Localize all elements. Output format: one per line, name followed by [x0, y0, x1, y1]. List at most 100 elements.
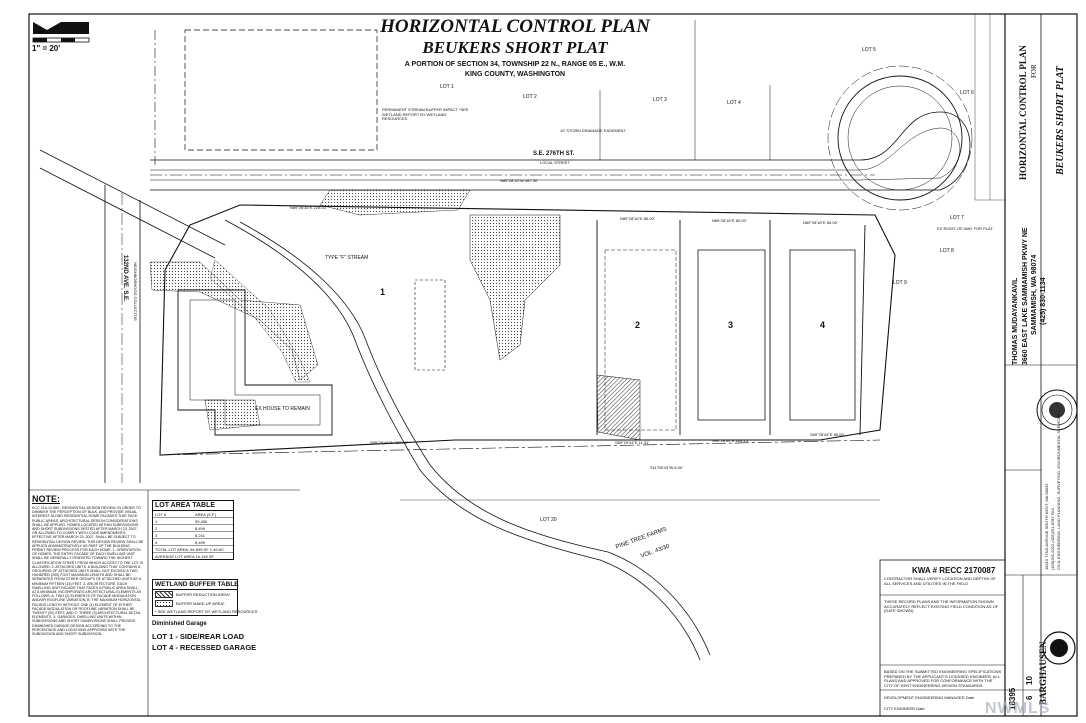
legal-description: A PORTION OF SECTION 34, TOWNSHIP 22 N.,… — [404, 61, 626, 68]
lot-number-3: 3 — [728, 320, 734, 330]
kwa-label: KWA # RECC 2170087 — [912, 566, 996, 575]
buffer-makeup-area-north — [319, 189, 471, 216]
bearing-lot2-north: N89°28'16"E 85.00' — [620, 216, 655, 221]
cell-area: 8,499 — [195, 525, 206, 531]
cell-total: TOTAL LOT AREA: 64,695 SF 1.49 AC. — [155, 546, 226, 552]
street-se-276th — [150, 111, 971, 191]
stream-label: TYPE "F" STREAM — [325, 255, 369, 261]
table-row: 3 8,241 — [153, 532, 233, 539]
adjacent-lot-4: LOT 4 — [727, 100, 741, 106]
wetland-row-label: BUFFER REDUCTION AREA* — [176, 592, 231, 597]
firm-name: BARGHAUSEN — [1038, 641, 1048, 705]
cell-lot: 4 — [155, 539, 158, 545]
table-total-row: TOTAL LOT AREA: 64,695 SF 1.49 AC. — [153, 546, 233, 553]
wetland-table-heading: WETLAND BUFFER TABLE — [153, 581, 239, 590]
cell-area: 8,241 — [195, 532, 206, 538]
garage-lot1: LOT 1 - SIDE/REAR LOAD — [152, 632, 245, 641]
lot-area-table: LOT AREA TABLE LOT # AREA (S.F.) 1 39,45… — [152, 500, 234, 560]
table-average-row: AVERAGE LOT AREA 16,149 SF — [153, 553, 233, 559]
firm-logo — [1042, 631, 1076, 665]
project-title: BEUKERS SHORT PLAT — [422, 38, 608, 57]
adjacent-lot-1: LOT 1 — [440, 84, 454, 90]
title-block-owner: THOMAS MUDAYANKAVIL — [1012, 277, 1019, 365]
bearing-south-3: S89°28'44"E 164.15' — [712, 438, 749, 443]
lot-area-table-heading: LOT AREA TABLE — [153, 501, 233, 511]
garage-heading: Diminished Garage — [152, 621, 207, 627]
adjacent-lot-5: LOT 5 — [862, 47, 876, 53]
south-lot-line — [159, 439, 881, 456]
firm-address: 18215 72ND AVENUE SOUTH KENT, WA 98032 — [1044, 483, 1049, 570]
wetland-buffer-table: WETLAND BUFFER TABLE BUFFER REDUCTION AR… — [152, 579, 258, 616]
street-sub-main: LOCAL STREET — [540, 160, 570, 165]
cul-de-sac — [827, 65, 973, 211]
plan-title: HORIZONTAL CONTROL PLAN — [380, 16, 650, 37]
col-area: AREA (S.F.) — [195, 511, 217, 517]
lot-number-4: 4 — [820, 320, 826, 330]
adjacent-lot-7: LOT 7 — [950, 215, 964, 221]
bearing-lot4-north: N89°28'16"E 85.00' — [803, 220, 838, 225]
lot1-building-envelope — [414, 279, 446, 371]
firm-services: CIVIL ENGINEERING, LAND PLANNING, SURVEY… — [1056, 413, 1061, 570]
wetland-row-label: BUFFER MAKE-UP AREA* — [176, 601, 225, 606]
title-block-address-1: 3660 EAST LAKE SAMMAMISH PKWY NE — [1022, 227, 1029, 365]
kwa-contractor-note: CONTRACTOR SHALL VERIFY LOCATION AND DEP… — [884, 576, 996, 586]
adjacent-lot-9: LOT 9 — [893, 280, 907, 286]
table-row: 4 8,499 — [153, 539, 233, 546]
title-block-phone: (425) 830-1134 — [1040, 277, 1047, 325]
wetland-table-note: * SEE WETLAND REPORT BY WETLAND RESOURCE… — [155, 609, 258, 614]
table-row: 1 39,456 — [153, 518, 233, 525]
scale-label: 1" = 20' — [32, 44, 61, 53]
cell-average: AVERAGE LOT AREA 16,149 SF — [155, 553, 214, 559]
adjacent-lot-8: LOT 8 — [940, 248, 954, 254]
scale-bar — [32, 22, 90, 43]
dev-manager-signature: DEVELOPMENT ENGINEERING MANAGER Date — [884, 695, 975, 700]
bearing-north-street: N89°28'16"W 487.30' — [500, 178, 538, 183]
buffer-makeup-area-center — [469, 214, 561, 361]
col-lot: LOT # — [155, 511, 167, 517]
title-block-project: HORIZONTAL CONTROL PLAN — [1018, 45, 1028, 180]
nwmls-watermark: NWMLS — [985, 700, 1051, 717]
dot-swatch-icon — [155, 600, 173, 607]
lots-2-4 — [596, 220, 866, 436]
city-engineer-signature: CITY ENGINEER Date — [884, 706, 925, 711]
buffer-makeup-area-south — [204, 399, 261, 431]
bearing-lot3-north: N89°28'16"E 80.00' — [712, 218, 747, 223]
table-row: 2 8,499 — [153, 525, 233, 532]
bearing-south-4: S89°28'44"E 85.00' — [810, 432, 845, 437]
lot-number-1: 1 — [380, 287, 386, 297]
approval-note: BASED ON THE SUBMITTED ENGINEERING SPECI… — [884, 669, 1002, 688]
record-plans-note: THESE RECORD PLANS AND THE INFORMATION S… — [884, 599, 999, 613]
bearing-south-5: S11°55'43"W 8.00' — [650, 465, 683, 470]
title-block-for: FOR — [1030, 64, 1038, 78]
firm-phone: (425)251-6222 (425)251-8782 FAX — [1050, 507, 1055, 570]
county-label: KING COUNTY, WASHINGTON — [464, 71, 566, 78]
street-sub-side: NEIGHBORHOOD COLLECTOR — [133, 262, 138, 321]
bearing-south-2: S89°29'44"E 11.31' — [615, 440, 650, 445]
garage-lot4: LOT 4 - RECESSED GARAGE — [152, 643, 257, 652]
buffer-reduction-area — [596, 374, 641, 441]
road-132nd-ave — [39, 149, 226, 483]
drainage-easement-label: 10' STORM DRAINAGE EASEMENT — [560, 128, 626, 133]
buffer-impact-note: PERMANENT STREAM BUFFER IMPACT *SEE WETL… — [382, 107, 469, 122]
lot-number-2: 2 — [635, 320, 641, 330]
wetland-row-makeup: BUFFER MAKE-UP AREA* — [153, 599, 237, 608]
notes-body: KCC 21A.12.080 - RESIDENTIAL DESIGN REVI… — [32, 506, 144, 637]
existing-building-north — [184, 29, 378, 151]
cell-lot: 3 — [155, 532, 158, 538]
house-label: EX HOUSE TO REMAIN — [255, 406, 310, 412]
right-of-way-label: EX RIGHT-OF-WAY FOR PLAT — [937, 226, 993, 231]
adjacent-lot-2: LOT 2 — [523, 94, 537, 100]
wetland-row-reduction: BUFFER REDUCTION AREA* — [153, 590, 237, 599]
engineer-seal — [1036, 389, 1078, 431]
adjacent-lot-6: LOT 6 — [960, 90, 974, 96]
property-boundary — [159, 204, 896, 456]
bearing-lot1-north: N89°26'30"E 228.03' — [290, 205, 327, 210]
street-label-side: 132ND AVE. S.E. — [122, 255, 128, 302]
sheet-total: 10 — [1025, 676, 1034, 685]
table-header-row: LOT # AREA (S.F.) — [153, 511, 233, 518]
buffer-reduction-strip — [209, 259, 311, 383]
kwa-box — [879, 559, 1006, 717]
cell-area: 39,456 — [195, 518, 208, 524]
